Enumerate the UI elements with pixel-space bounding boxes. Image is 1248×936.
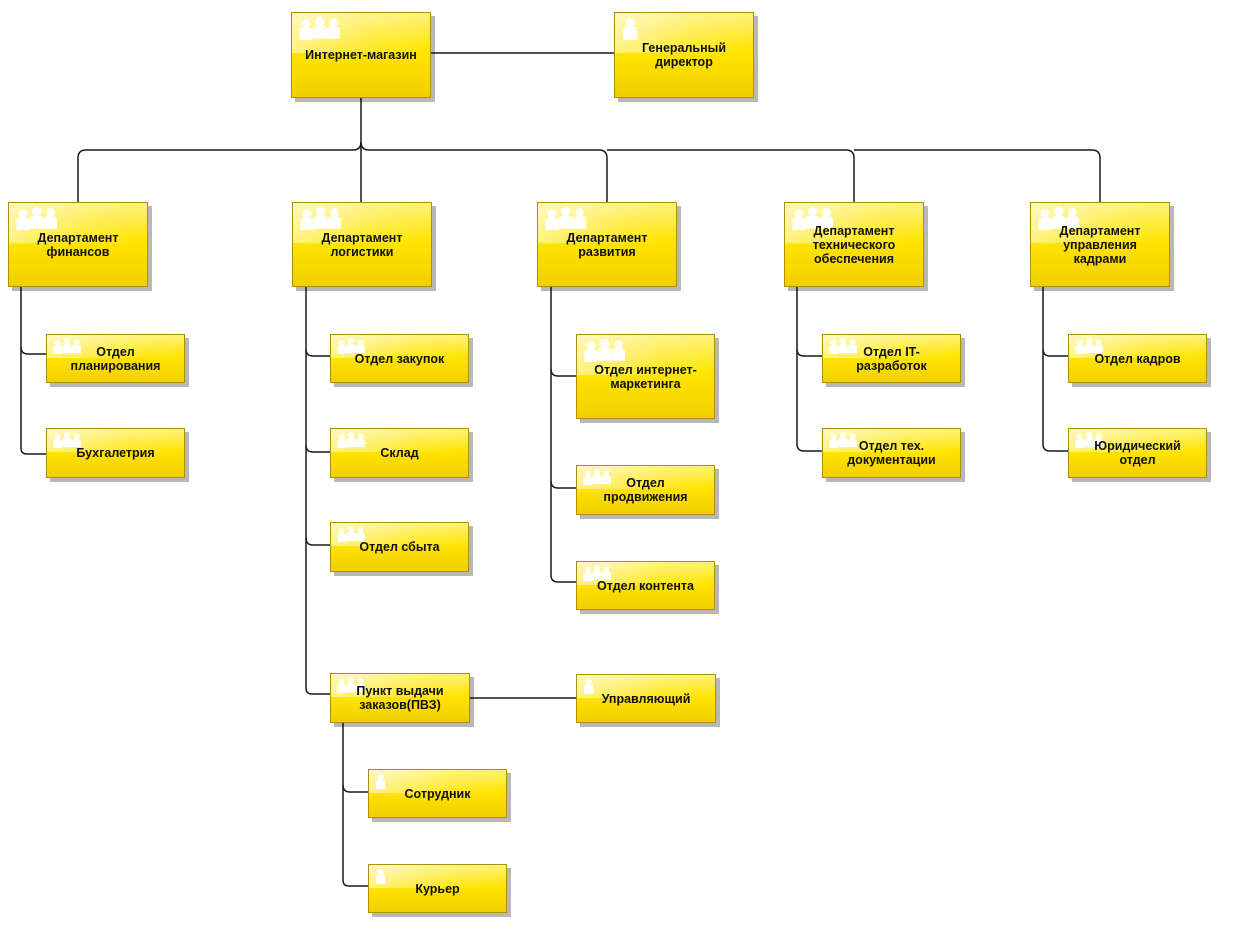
group-icon [335,337,371,359]
group-icon [581,564,617,586]
node-label: Департамент развития [566,230,648,259]
node-pickup-point[interactable]: Пункт выдачи заказов(ПВЗ) [330,673,470,723]
node-purchasing[interactable]: Отдел закупок [330,334,469,383]
node-label: Курьер [415,881,460,896]
node-label: Интернет-магазин [305,48,417,62]
node-label: Департамент финансов [37,230,119,259]
group-icon [789,205,842,236]
node-courier[interactable]: Курьер [368,864,507,913]
group-icon [1073,337,1109,359]
node-label: Департамент технического обеспечения [812,223,896,266]
node-label: Отдел закупок [354,351,445,366]
node-promotion[interactable]: Отдел продвижения [576,465,715,515]
node-label: Генеральный директор [641,41,727,69]
node-label: Склад [380,446,419,460]
node-legal[interactable]: Юридический отдел [1068,428,1207,478]
node-planning[interactable]: Отдел планирования [46,334,185,383]
node-label: Департамент логистики [321,230,403,259]
group-icon [296,15,349,46]
group-icon [581,468,617,490]
node-label: Сотрудник [404,786,471,801]
node-employee[interactable]: Сотрудник [368,769,507,818]
group-icon [335,676,371,698]
node-development-dept[interactable]: Департамент развития [537,202,677,287]
group-icon [542,205,595,236]
node-label: Отдел кадров [1094,351,1181,366]
node-label: Юридический отдел [1094,439,1181,467]
group-icon [335,525,371,547]
group-icon [297,205,350,236]
node-label: Отдел интернет- маркетинга [594,362,697,391]
group-icon [13,205,66,236]
node-internet-shop[interactable]: Интернет-магазин [291,12,431,98]
node-sales[interactable]: Отдел сбыта [330,522,469,572]
node-internet-marketing[interactable]: Отдел интернет- маркетинга [576,334,715,419]
node-accounting[interactable]: Бухгалетрия [46,428,185,478]
node-label: Отдел тех. документации [847,439,936,467]
group-icon [51,337,87,359]
group-icon [51,431,87,453]
person-icon [619,15,644,46]
node-warehouse[interactable]: Склад [330,428,469,478]
node-label: Отдел продвижения [603,476,688,504]
node-label: Отдел контента [597,578,694,593]
node-manager[interactable]: Управляющий [576,674,716,723]
node-label: Отдел сбыта [359,540,440,554]
node-label: Управляющий [601,691,691,706]
person-icon [373,867,390,889]
group-icon [581,337,634,368]
node-ceo[interactable]: Генеральный директор [614,12,754,98]
node-it-dev[interactable]: Отдел IT- разработок [822,334,961,383]
node-tech-docs[interactable]: Отдел тех. документации [822,428,961,478]
group-icon [827,431,863,453]
node-label: Департамент управления кадрами [1059,223,1141,266]
node-label: Отдел планирования [70,344,161,373]
group-icon [1073,431,1109,453]
group-icon [827,337,863,359]
node-personnel[interactable]: Отдел кадров [1068,334,1207,383]
node-label: Отдел IT- разработок [856,344,927,373]
person-icon [373,772,390,794]
group-icon [335,431,371,453]
node-hr-dept[interactable]: Департамент управления кадрами [1030,202,1170,287]
node-content[interactable]: Отдел контента [576,561,715,610]
group-icon [1035,205,1088,236]
node-label: Пункт выдачи заказов(ПВЗ) [356,684,444,712]
person-icon [581,677,598,699]
node-label: Бухгалетрия [76,446,155,460]
node-tech-dept[interactable]: Департамент технического обеспечения [784,202,924,287]
node-logistics-dept[interactable]: Департамент логистики [292,202,432,287]
node-finance-dept[interactable]: Департамент финансов [8,202,148,287]
